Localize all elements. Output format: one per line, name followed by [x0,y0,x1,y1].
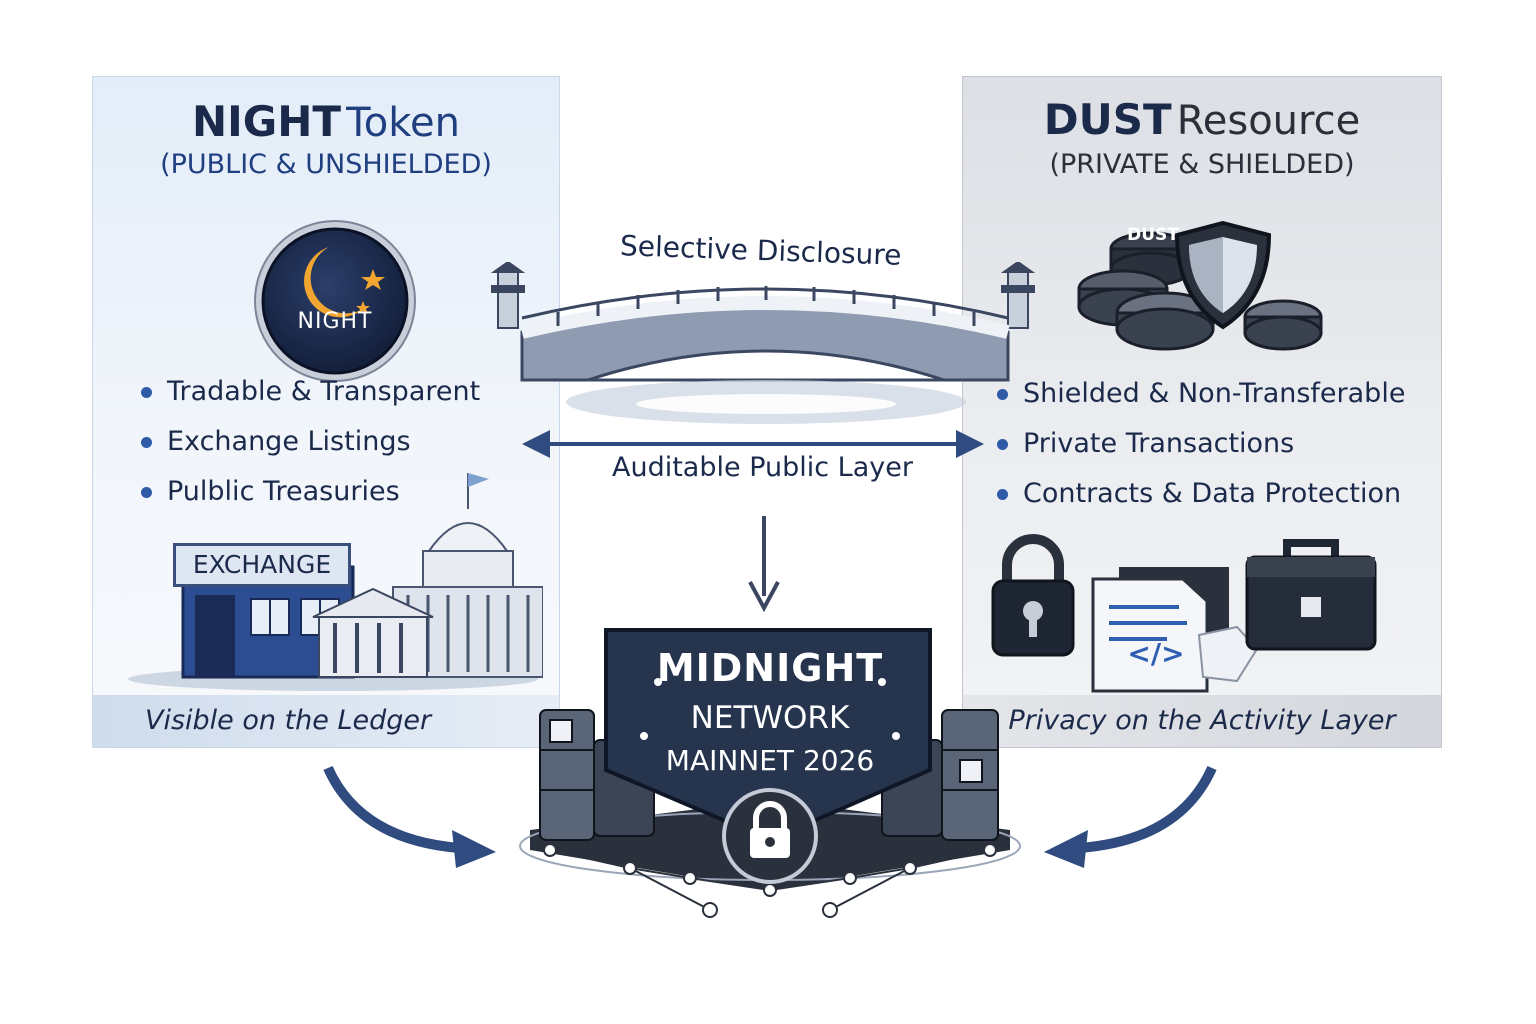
exchange-capitol-illustration-icon [128,473,543,691]
dust-coin-label: DUST [1127,225,1179,245]
dust-bullet-list: Shielded & Non-Transferable Private Tran… [997,369,1405,519]
dust-subtitle: (PRIVATE & SHIELDED) [1049,149,1355,180]
night-bullet: Tradable & Transparent [141,367,480,417]
down-arrow-icon [748,516,780,612]
bullet-dot-icon [997,389,1008,400]
padlock-icon [991,534,1075,657]
bridge-icon [490,262,1036,424]
night-subtitle: (PUBLIC & UNSHIELDED) [160,149,492,180]
night-title-main: NIGHT [192,97,342,146]
night-panel: NIGHT Token (PUBLIC & UNSHIELDED) NIGHT … [92,76,560,748]
bullet-dot-icon [141,437,152,448]
midnight-network-badge: MIDNIGHT NETWORK MAINNET 2026 [606,630,934,790]
dust-bullet: Private Transactions [997,419,1405,469]
dust-bullet: Contracts & Data Protection [997,469,1405,519]
night-bullet-list: Tradable & Transparent Exchange Listings… [141,367,480,517]
network-line-3: MAINNET 2026 [665,744,875,777]
dust-bullet: Shielded & Non-Transferable [997,369,1405,419]
night-bullet: Pulblic Treasuries [141,467,480,517]
dust-title-main: DUST [1043,95,1172,144]
bullet-dot-icon [141,487,152,498]
night-bullet: Exchange Listings [141,417,480,467]
auditable-public-layer-label: Auditable Public Layer [612,452,913,483]
bidirectional-arrow-icon [522,430,984,458]
night-footer: Visible on the Ledger [93,695,559,747]
bullet-dot-icon [997,439,1008,450]
dust-title: DUST Resource [963,95,1441,144]
network-line-2: NETWORK [690,700,850,736]
code-symbol: </> [1127,637,1185,670]
network-hub-illustration-icon [519,628,1021,918]
dust-footer: Privacy on the Activity Layer [963,695,1441,747]
exchange-sign: EXCHANGE [173,543,351,587]
code-document-icon [1091,567,1259,693]
curved-arrow-left-icon [323,765,496,868]
curved-arrow-right-icon [1044,765,1217,868]
bullet-dot-icon [141,387,152,398]
network-line-1: MIDNIGHT [656,646,884,690]
bullet-dot-icon [997,489,1008,500]
dust-title-sub: Resource [1176,98,1361,144]
night-title-sub: Token [346,100,460,146]
dust-panel: DUST Resource (PRIVATE & SHIELDED) DUST … [962,76,1442,748]
night-coin-icon [254,220,416,382]
briefcase-icon [1245,539,1377,651]
dust-coins-shield-icon [1077,220,1323,351]
night-title: NIGHT Token [93,97,559,146]
night-coin-label: NIGHT [297,309,373,334]
